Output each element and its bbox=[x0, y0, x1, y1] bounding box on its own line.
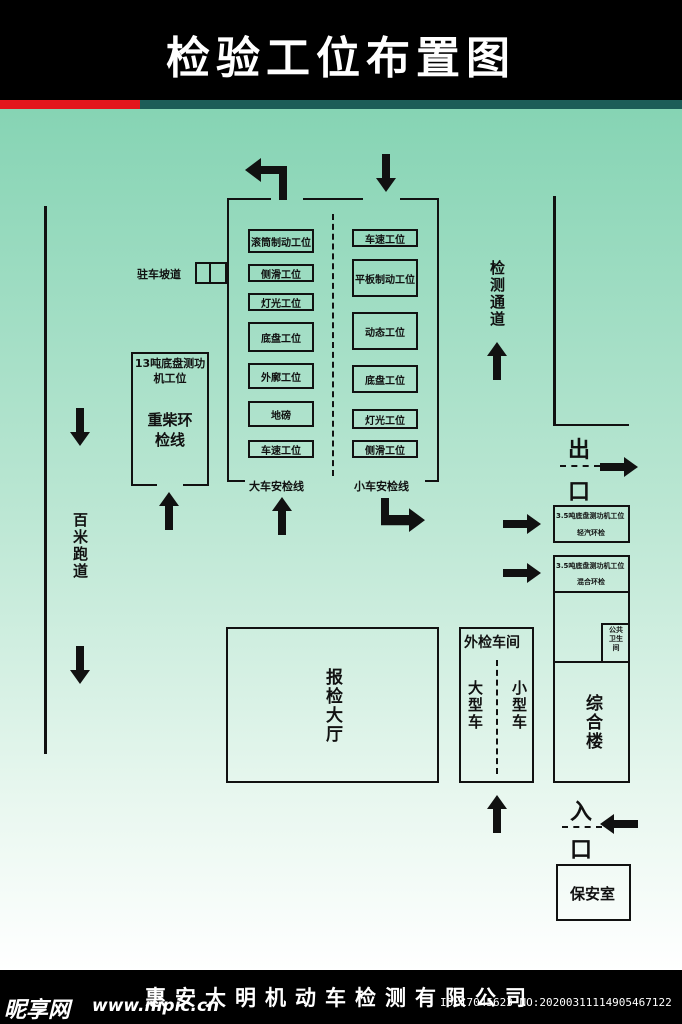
hall-frame-bottom-a bbox=[227, 480, 245, 482]
hall-frame-left bbox=[227, 198, 229, 482]
ramp-divider bbox=[209, 262, 211, 284]
small-station-3: 动态工位 bbox=[352, 312, 418, 350]
chassis-13t-title: 13吨底盘测功机工位 bbox=[134, 357, 206, 385]
entry-label-bottom: 口 bbox=[570, 838, 593, 863]
office-building-label: 综合楼 bbox=[582, 694, 602, 751]
chassis-3.5t-a-title: 3.5吨底盘测功机工位 bbox=[556, 512, 625, 520]
down-arrow-icon bbox=[70, 646, 90, 684]
exit-divider bbox=[560, 465, 600, 467]
small-station-4: 底盘工位 bbox=[352, 365, 418, 393]
hall-frame-top-b bbox=[303, 198, 363, 200]
up-arrow-icon bbox=[159, 492, 179, 530]
external-workshop bbox=[459, 627, 534, 783]
up-arrow-icon bbox=[487, 342, 507, 380]
right-boundary-line bbox=[553, 196, 556, 426]
detect-channel-label: 检测通道 bbox=[488, 260, 506, 328]
parking-ramp bbox=[195, 262, 227, 284]
chassis-13t-station bbox=[131, 352, 209, 486]
left-arrow-icon bbox=[600, 814, 638, 834]
chassis-3.5t-a-sub: 轻汽环检 bbox=[577, 529, 605, 537]
workshop-large-label: 大型车 bbox=[466, 680, 484, 731]
chassis-3.5t-b-sub: 混合环检 bbox=[577, 578, 605, 586]
large-station-3: 灯光工位 bbox=[248, 293, 314, 311]
large-station-5: 外廓工位 bbox=[248, 363, 314, 389]
workshop-small-label: 小型车 bbox=[510, 680, 528, 731]
up-arrow-icon bbox=[272, 497, 292, 535]
chassis-13t-bottom-right bbox=[183, 484, 209, 486]
runway-line-left bbox=[44, 206, 47, 754]
turn-right-arrow-icon bbox=[381, 498, 425, 532]
parking-ramp-label: 驻车坡道 bbox=[137, 268, 181, 281]
small-station-1: 车速工位 bbox=[352, 229, 418, 247]
hall-frame-right bbox=[437, 198, 439, 482]
right-arrow-icon bbox=[503, 563, 541, 583]
small-station-5: 灯光工位 bbox=[352, 409, 418, 429]
exit-top-line bbox=[553, 424, 629, 426]
large-line-label: 大车安检线 bbox=[249, 480, 304, 493]
reporting-hall-label: 报检大厅 bbox=[322, 668, 342, 744]
right-arrow-icon bbox=[503, 514, 541, 534]
chassis-3.5t-station-b bbox=[553, 555, 630, 593]
small-station-6: 侧滑工位 bbox=[352, 440, 418, 458]
entry-label-top: 入 bbox=[570, 800, 593, 825]
turn-left-arrow-icon bbox=[245, 158, 287, 200]
hall-frame-top-c bbox=[400, 198, 439, 200]
entry-divider bbox=[562, 826, 602, 828]
exit-label-top: 出 bbox=[568, 438, 591, 463]
down-arrow-icon bbox=[70, 408, 90, 446]
footer-bar bbox=[0, 970, 682, 1024]
hall-frame-top-a bbox=[227, 198, 271, 200]
workshop-divider bbox=[496, 660, 498, 774]
chassis-13t-bottom-left bbox=[131, 484, 157, 486]
watermark-logo: 昵享网 bbox=[4, 998, 71, 1023]
hall-frame-bottom-b bbox=[425, 480, 439, 482]
right-arrow-icon bbox=[600, 457, 638, 477]
guard-room bbox=[556, 864, 631, 921]
header-accent-red bbox=[0, 100, 140, 109]
watermark-site: www.nipic.cn bbox=[92, 996, 220, 1016]
exit-label-bottom: 口 bbox=[568, 480, 591, 505]
large-station-2: 侧滑工位 bbox=[248, 264, 314, 282]
toilet-label: 公共卫生间 bbox=[609, 626, 623, 652]
footer-company: 惠安大明机动车检测有限公司 bbox=[145, 986, 535, 1010]
page-title: 检验工位布置图 bbox=[166, 33, 516, 84]
large-station-4: 底盘工位 bbox=[248, 322, 314, 352]
header-bar bbox=[0, 0, 682, 100]
large-station-7: 车速工位 bbox=[248, 440, 314, 458]
office-building bbox=[553, 661, 630, 783]
down-arrow-icon bbox=[376, 154, 396, 192]
header-accent-teal bbox=[140, 100, 682, 109]
building-wing-left bbox=[553, 593, 555, 663]
small-station-2: 平板制动工位 bbox=[352, 259, 418, 297]
watermark-id: ID:17045623 NO:20200311114905467122 bbox=[440, 996, 672, 1009]
lane-divider bbox=[332, 214, 334, 476]
small-line-label: 小车安检线 bbox=[354, 480, 409, 493]
chassis-3.5t-b-title: 3.5吨底盘测功机工位 bbox=[556, 562, 625, 570]
large-station-1: 滚筒制动工位 bbox=[248, 229, 314, 253]
chassis-13t-name: 重柴环检线 bbox=[147, 411, 193, 449]
large-station-6: 地磅 bbox=[248, 401, 314, 427]
reporting-hall bbox=[226, 627, 439, 783]
guard-room-label: 保安室 bbox=[570, 885, 616, 903]
up-arrow-icon bbox=[487, 795, 507, 833]
chassis-3.5t-station-a bbox=[553, 505, 630, 543]
runway-label: 百米跑道 bbox=[71, 512, 89, 580]
workshop-title: 外检车间 bbox=[464, 635, 520, 651]
